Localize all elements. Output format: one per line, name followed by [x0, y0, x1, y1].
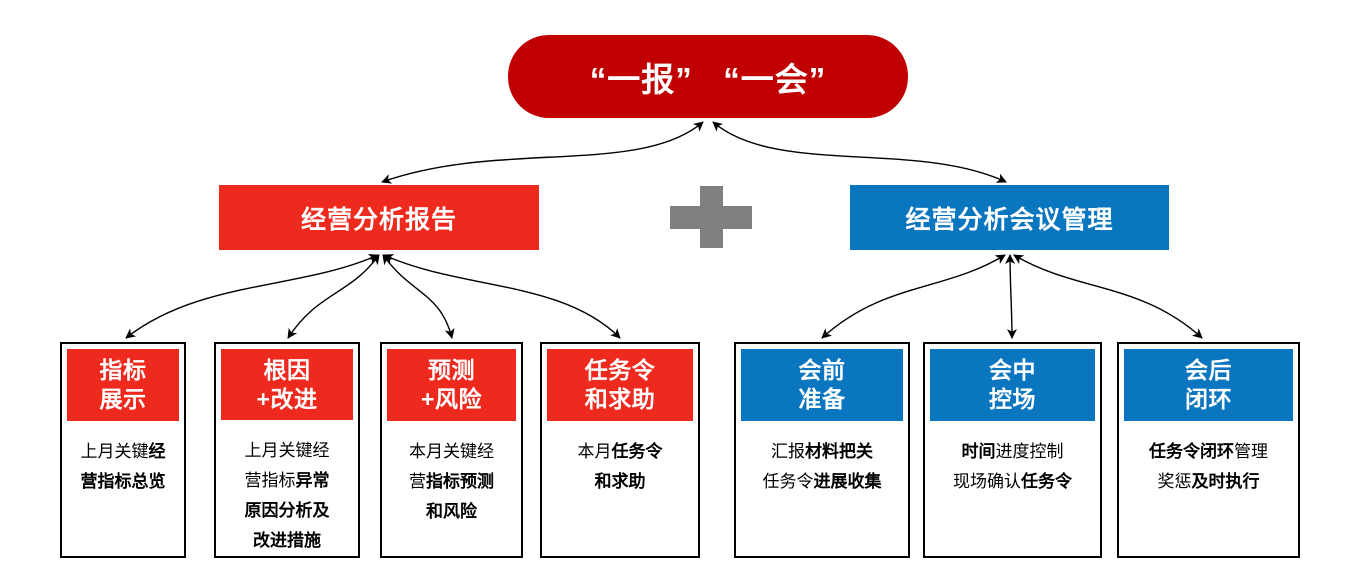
- card-1-body-line-1: 营指标异常: [223, 466, 351, 496]
- text-light-tail: 进度控制: [995, 442, 1064, 461]
- mid-box-report-label: 经营分析报告: [300, 205, 457, 234]
- card-0-header: 指标展示: [67, 349, 179, 421]
- text-light: 营指标: [244, 471, 296, 490]
- plus-vertical-bar: [700, 186, 723, 248]
- text-light: 现场确认: [953, 472, 1021, 491]
- connector-report-to-card-2: [382, 254, 455, 339]
- card-2-body: 本月关键经营指标预测和风险: [389, 437, 514, 527]
- card-6-header-line1: 会后: [1185, 357, 1232, 383]
- card-1-body-line-2: 原因分析及: [223, 496, 351, 526]
- card-0-body-line-1: 营指标总览: [69, 467, 177, 497]
- mid-box-report[interactable]: 经营分析报告: [219, 185, 539, 250]
- plus-sign-icon: [670, 186, 752, 248]
- card-3[interactable]: 任务令和求助本月任务令和求助: [540, 342, 700, 558]
- card-3-body: 本月任务令和求助: [549, 437, 691, 497]
- card-3-header: 任务令和求助: [547, 349, 693, 421]
- text-bold: 异常: [295, 471, 330, 490]
- top-banner-label: “一报” “一会”: [589, 60, 827, 98]
- card-4-body-line-1: 任务令进展收集: [743, 467, 901, 497]
- card-5[interactable]: 会中控场时间进度控制现场确认任务令: [923, 342, 1102, 558]
- card-4[interactable]: 会前准备汇报材料把关任务令进展收集: [734, 342, 910, 558]
- mid-box-meeting[interactable]: 经营分析会议管理: [850, 185, 1169, 250]
- card-5-header-line2: 控场: [989, 386, 1036, 412]
- connector-report-to-card-3: [383, 254, 621, 339]
- card-1-header-line2: +改进: [256, 385, 318, 412]
- card-3-body-line-1: 和求助: [549, 467, 691, 497]
- card-1-body-line-3: 改进措施: [223, 526, 351, 556]
- connector-report-to-card-1: [287, 254, 380, 339]
- text-bold: 经: [148, 442, 166, 461]
- connector-meeting-to-card-5: [1005, 254, 1017, 339]
- card-6-body-line-1: 奖惩及时执行: [1126, 467, 1291, 497]
- card-3-body-line-0: 本月任务令: [549, 437, 691, 467]
- card-5-body: 时间进度控制现场确认任务令: [932, 437, 1093, 497]
- text-light: 上月关键经: [244, 441, 330, 460]
- text-bold: 指标预测: [426, 472, 494, 491]
- text-light-tail: 管理: [1234, 442, 1268, 461]
- card-2-body-line-1: 营指标预测: [389, 467, 514, 497]
- card-1[interactable]: 根因+改进上月关键经营指标异常原因分析及改进措施: [214, 342, 360, 558]
- text-light: 本月关键经: [409, 442, 494, 461]
- card-2-body-line-2: 和风险: [389, 497, 514, 527]
- connector-meeting-to-card-4: [821, 254, 1006, 339]
- card-6-header: 会后闭环: [1124, 349, 1293, 421]
- card-3-header-line2: 和求助: [584, 386, 656, 412]
- text-bold: 和风险: [426, 502, 477, 521]
- text-light: 营: [409, 472, 426, 491]
- connector-banner-to-report: [381, 121, 704, 184]
- text-bold: 改进措施: [253, 531, 321, 550]
- text-light: 任务令: [762, 472, 814, 491]
- card-4-header: 会前准备: [741, 349, 903, 421]
- card-0-body: 上月关键经营指标总览: [69, 437, 177, 497]
- card-1-body-line-0: 上月关键经: [223, 436, 351, 466]
- top-banner: “一报” “一会”: [508, 35, 908, 118]
- card-5-header-line1: 会中: [989, 357, 1036, 383]
- connector-report-to-card-0: [125, 254, 379, 339]
- card-2-header: 预测 +风险: [387, 349, 516, 421]
- card-0-header-line1: 指标: [99, 357, 147, 383]
- card-6[interactable]: 会后闭环任务令闭环管理奖惩及时执行: [1117, 342, 1300, 558]
- card-5-body-line-1: 现场确认任务令: [932, 467, 1093, 497]
- text-light: 汇报: [771, 442, 805, 461]
- text-light: 本月: [577, 442, 612, 461]
- text-bold: 材料把关: [805, 442, 873, 461]
- card-1-header-line1: 根因: [263, 356, 311, 383]
- text-bold: 原因分析及: [244, 501, 330, 520]
- card-2[interactable]: 预测 +风险本月关键经营指标预测和风险: [380, 342, 523, 558]
- card-6-body: 任务令闭环管理奖惩及时执行: [1126, 437, 1291, 497]
- text-bold: 任务令: [611, 442, 663, 461]
- card-6-body-line-0: 任务令闭环管理: [1126, 437, 1291, 467]
- card-4-body-line-0: 汇报材料把关: [743, 437, 901, 467]
- card-1-body: 上月关键经营指标异常原因分析及改进措施: [223, 436, 351, 556]
- card-5-body-line-0: 时间进度控制: [932, 437, 1093, 467]
- card-5-header: 会中控场: [930, 349, 1095, 421]
- card-2-body-line-0: 本月关键经: [389, 437, 514, 467]
- card-4-header-line1: 会前: [798, 357, 846, 383]
- card-3-header-line1: 任务令: [584, 357, 656, 383]
- card-0[interactable]: 指标展示上月关键经营指标总览: [60, 342, 186, 558]
- text-bold: 任务令闭环: [1149, 442, 1234, 461]
- card-6-header-line2: 闭环: [1185, 386, 1232, 412]
- text-light: 奖惩: [1157, 472, 1192, 491]
- text-bold: 任务令: [1021, 472, 1072, 491]
- card-4-body: 汇报材料把关任务令进展收集: [743, 437, 901, 497]
- card-0-header-line2: 展示: [99, 386, 147, 412]
- connector-banner-to-meeting: [712, 121, 1007, 183]
- card-2-header-line1: 预测: [428, 357, 475, 383]
- text-bold: 时间: [961, 442, 996, 461]
- connector-meeting-to-card-6: [1013, 254, 1203, 339]
- card-2-header-line2: +风险: [421, 386, 482, 412]
- text-bold: 和求助: [594, 472, 646, 491]
- text-bold: 营指标总览: [80, 472, 166, 491]
- card-4-header-line2: 准备: [798, 386, 846, 412]
- text-bold: 进展收集: [813, 472, 882, 491]
- card-1-header: 根因+改进: [221, 349, 353, 420]
- text-light: 上月关键: [80, 442, 149, 461]
- text-bold: 及时执行: [1191, 472, 1260, 491]
- card-0-body-line-0: 上月关键经: [69, 437, 177, 467]
- mid-box-meeting-label: 经营分析会议管理: [905, 205, 1114, 234]
